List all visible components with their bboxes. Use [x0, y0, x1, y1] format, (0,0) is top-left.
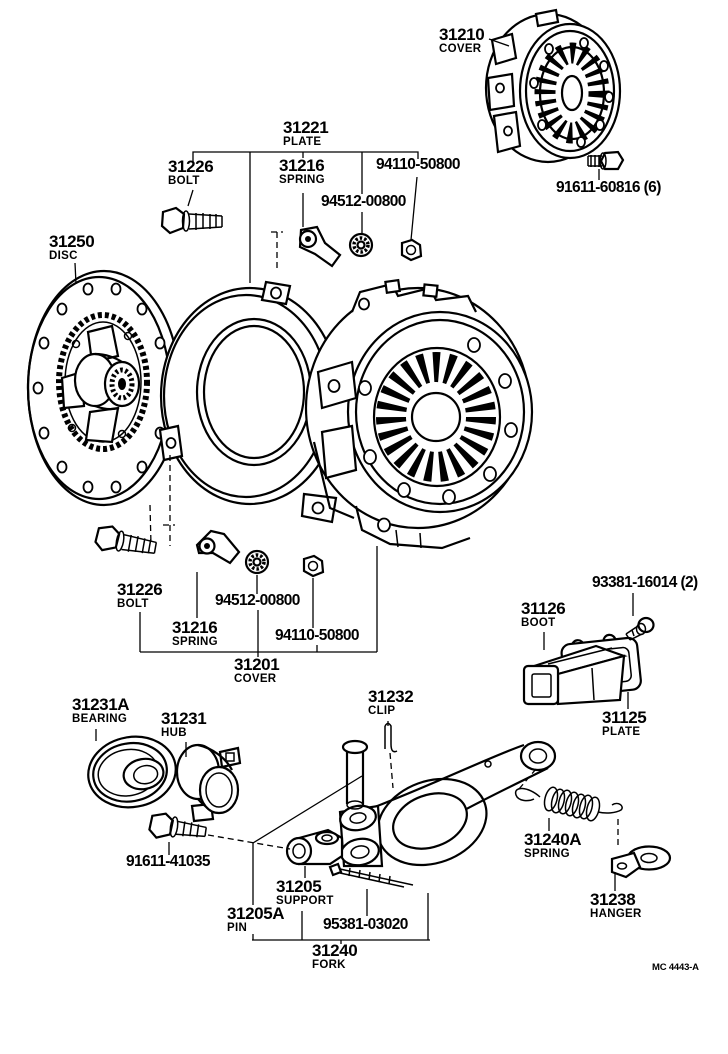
part-number: 31240A [524, 830, 582, 849]
pin-31205a-drawing [341, 739, 369, 810]
grommet-94512-top-drawing [348, 232, 374, 258]
leader-lines [74, 38, 634, 944]
part-label-31205: 31205 SUPPORT [276, 878, 334, 908]
part-caption: BOLT [117, 598, 149, 610]
part-label-31221: 31221 PLATE [283, 118, 329, 149]
part-number: 94512-00800 [321, 193, 406, 210]
part-caption: HUB [161, 727, 187, 739]
part-number: 94110-50800 [376, 156, 461, 173]
part-number: 31216 [279, 156, 325, 175]
clutch-cover-31201-drawing [304, 278, 534, 550]
part-label-31125: 31125 PLATE [602, 708, 647, 739]
part-label-31126: 31126 BOOT [521, 599, 566, 630]
nut-94110-top-drawing [400, 238, 423, 262]
part-label-95381: 95381-03020 [323, 917, 408, 933]
bolt-31226-top-drawing [160, 206, 223, 235]
nut-94110-low-drawing [302, 554, 325, 578]
part-label-31250: 31250 DISC [49, 232, 95, 263]
part-label-94110-top: 94110-50800 [376, 156, 461, 173]
part-number: 31231A [72, 695, 130, 714]
part-caption: SPRING [524, 848, 570, 860]
spring-31216-top-drawing [298, 225, 342, 268]
boot-31126-drawing [522, 644, 628, 706]
bolt-31226-low-drawing [94, 525, 158, 555]
part-number: 31205 [276, 877, 322, 896]
part-label-31240a: 31240A SPRING [524, 830, 582, 861]
part-caption: SPRING [172, 636, 218, 648]
part-caption: BOLT [168, 175, 200, 187]
part-caption: HANGER [590, 908, 642, 920]
part-label-94512-low: 94512-00800 [215, 593, 300, 609]
clutch-disc-31250-drawing [26, 269, 182, 507]
part-number: 91611-60816 (6) [556, 179, 661, 196]
part-number: 31232 [368, 687, 414, 706]
hanger-31238-drawing [610, 845, 672, 879]
part-label-31226-top: 31226 BOLT [168, 157, 214, 188]
part-label-31232: 31232 CLIP [368, 687, 414, 718]
part-number: 93381-16014 (2) [592, 574, 698, 591]
bolt-91611-41035-drawing [148, 812, 207, 839]
part-number: 95381-03020 [323, 916, 408, 933]
part-number: 31226 [168, 157, 214, 176]
part-number: 31125 [602, 708, 647, 727]
grommet-94512-low-drawing [244, 549, 270, 575]
part-number: 31210 [439, 25, 485, 44]
part-number: 31231 [161, 709, 207, 728]
part-number: 31221 [283, 118, 329, 137]
part-number: 31226 [117, 580, 163, 599]
part-caption: BEARING [72, 713, 128, 725]
part-number: 91611-41035 [126, 853, 211, 870]
part-label-31226-low: 31226 BOLT [117, 580, 163, 611]
pressure-plate-31221-drawing [158, 280, 341, 524]
part-number: 31238 [590, 890, 636, 909]
part-caption: COVER [234, 673, 277, 685]
part-label-93381: 93381-16014 (2) [592, 575, 698, 591]
hub-31231-drawing [175, 743, 242, 823]
part-caption: PLATE [283, 136, 322, 148]
spring-31240a-drawing [514, 786, 623, 822]
part-caption: FORK [312, 959, 346, 971]
part-caption: PLATE [602, 726, 641, 738]
part-number: 31240 [312, 941, 358, 960]
part-caption: SPRING [279, 174, 325, 186]
part-number: 31126 [521, 599, 566, 618]
part-number: 31250 [49, 232, 95, 251]
part-label-31210: 31210 COVER [439, 25, 485, 56]
support-31205-drawing [285, 828, 344, 866]
drawing-code: MC 4443-A [652, 962, 699, 973]
part-number: 31205A [227, 904, 285, 923]
part-number: 94110-50800 [275, 627, 360, 644]
part-label-31231a: 31231A BEARING [72, 695, 130, 726]
spring-31216-low-drawing [195, 529, 241, 565]
part-caption: BOOT [521, 617, 556, 629]
part-label-31216-low: 31216 SPRING [172, 619, 218, 649]
part-label-31205a: 31205A PIN [227, 904, 285, 935]
part-number: 31216 [172, 618, 218, 637]
bolt-93381-drawing [625, 616, 655, 641]
part-caption: SUPPORT [276, 895, 334, 907]
bearing-31231a-drawing [87, 735, 177, 809]
part-label-31238: 31238 HANGER [590, 891, 642, 921]
part-caption: CLIP [368, 705, 396, 717]
part-number: 31201 [234, 655, 280, 674]
clip-31232-drawing [384, 722, 398, 753]
screw-95381-drawing [328, 862, 414, 888]
part-label-91611-41035: 91611-41035 [126, 853, 211, 870]
part-caption: DISC [49, 250, 78, 262]
part-caption: PIN [227, 922, 248, 934]
part-label-94512-top: 94512-00800 [321, 194, 406, 210]
part-label-91611-60816: 91611-60816 (6) [556, 180, 661, 196]
part-number: 94512-00800 [215, 592, 300, 609]
part-label-94110-low: 94110-50800 [275, 627, 360, 644]
part-label-31240: 31240 FORK [312, 941, 358, 972]
part-label-31216-top: 31216 SPRING [279, 157, 325, 187]
release-fork-31240-drawing [338, 740, 557, 868]
bolt-91611-60816-drawing [587, 150, 625, 171]
clutch-cover-31210-drawing [484, 8, 622, 164]
part-label-31201: 31201 COVER [234, 655, 280, 686]
part-caption: COVER [439, 43, 482, 55]
dashed-reference-lines [149, 231, 619, 850]
part-label-31231: 31231 HUB [161, 709, 207, 740]
